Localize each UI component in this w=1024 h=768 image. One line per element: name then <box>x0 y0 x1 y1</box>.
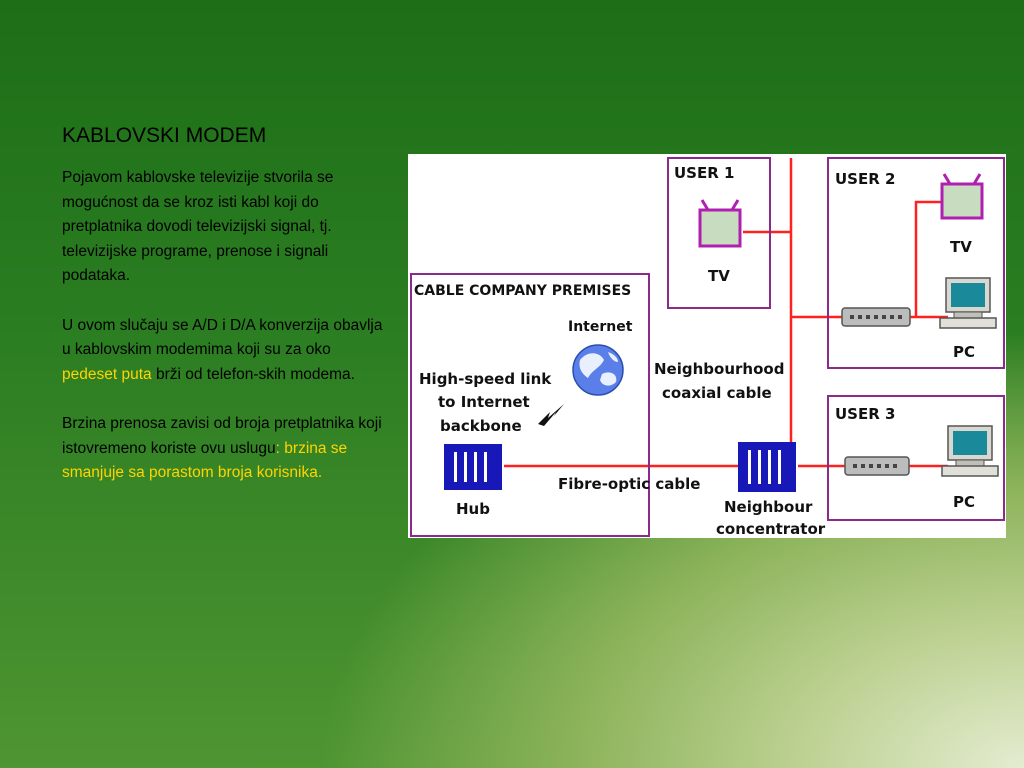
slide-title: KABLOVSKI MODEM <box>62 124 267 147</box>
tv-icon <box>940 173 984 220</box>
globe-icon <box>572 344 624 396</box>
tv2-label: TV <box>950 238 972 256</box>
paragraph-1: Pojavom kablovske televizije stvorila se… <box>62 169 334 284</box>
link-label-line3: backbone <box>440 417 522 435</box>
user1-box <box>667 157 771 309</box>
lightning-icon <box>538 404 564 426</box>
pc3-label: PC <box>953 493 975 511</box>
paragraph-3: Brzina prenosa zavisi od broja pretplatn… <box>62 412 384 486</box>
hub-label: Hub <box>456 500 490 518</box>
paragraph-3-text: Brzina prenosa zavisi od broja pretplatn… <box>62 415 382 457</box>
cable-modem-icon <box>844 456 910 476</box>
user3-label: USER 3 <box>835 405 895 423</box>
hub-icon <box>444 444 502 490</box>
pc-icon <box>939 277 997 329</box>
fibre-optic-label: Fibre-optic cable <box>558 475 700 493</box>
user2-label: USER 2 <box>835 170 895 188</box>
diagram-svg: USER 1 USER 2 USER 3 CABLE COMPANY PREMI… <box>410 157 1005 538</box>
tv1-label: TV <box>708 267 730 285</box>
user3-box <box>827 395 1005 521</box>
pc2-label: PC <box>953 343 975 361</box>
paragraph-2-text: U ovom slučaju se A/D i D/A konverzija o… <box>62 316 383 359</box>
link-label-line1: High-speed link <box>419 370 552 388</box>
paragraph-3-highlight: : brzina se smanjuje sa porastom broja k… <box>62 439 348 482</box>
paragraph-2: U ovom slučaju se A/D i D/A konverzija o… <box>62 314 384 388</box>
paragraph-2-text-end: brži od telefon-skih modema. <box>151 365 355 383</box>
concentrator-label-line2: concentrator <box>716 520 826 538</box>
concentrator-label-line1: Neighbour <box>724 498 813 516</box>
tv-icon <box>698 199 742 248</box>
concentrator-icon <box>738 442 796 492</box>
body-text: Pojavom kablovske televizije stvorila se… <box>62 166 384 511</box>
cable-modem-icon <box>841 307 911 327</box>
internet-label: Internet <box>568 319 633 335</box>
user1-label: USER 1 <box>674 164 734 182</box>
link-label-line2: to Internet <box>438 393 530 411</box>
cable-user2-tv <box>914 200 944 317</box>
coax-label-line2: coaxial cable <box>662 384 772 402</box>
premises-label: CABLE COMPANY PREMISES <box>414 283 631 299</box>
pc-icon <box>941 425 999 477</box>
premises-box <box>410 273 650 537</box>
coax-label-line1: Neighbourhood <box>654 360 784 378</box>
cable-network-diagram: USER 1 USER 2 USER 3 CABLE COMPANY PREMI… <box>408 154 1006 538</box>
paragraph-2-highlight: pedeset puta <box>62 365 152 383</box>
user2-box <box>827 157 1005 369</box>
